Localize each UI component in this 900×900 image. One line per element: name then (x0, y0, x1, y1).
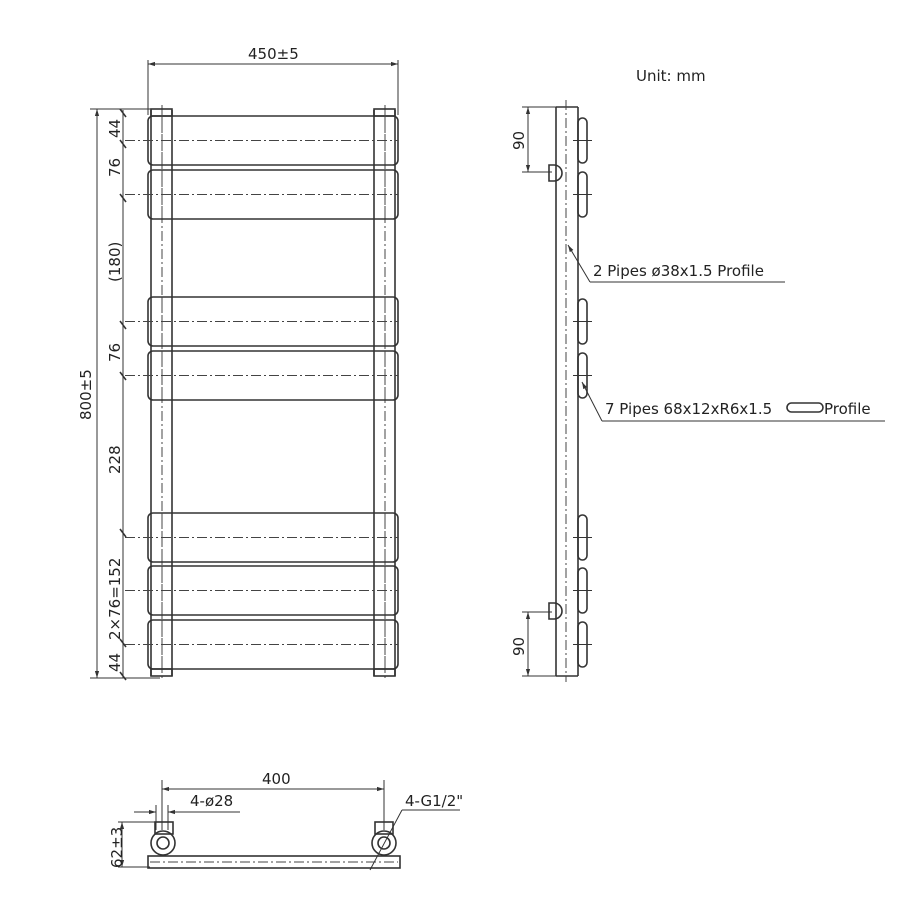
unit-label: Unit: mm (636, 67, 706, 85)
bar-profile (573, 567, 592, 614)
segment-228: 228 (106, 445, 124, 474)
wall-bracket-bottom-icon (548, 602, 563, 620)
depth-dimension: 62±3 (108, 827, 126, 868)
bar-profile-suffix: Profile (824, 400, 871, 418)
segment-76-b: 76 (106, 343, 124, 362)
towel-bar (125, 115, 399, 166)
side-bottom-offset-dimension: 90 (510, 637, 528, 656)
side-top-offset-dimension: 90 (510, 131, 528, 150)
wall-bracket-top-icon (548, 164, 563, 182)
bar-profile (573, 621, 592, 668)
front-view: 450±5 800±5 44 76 (180) 76 228 2×76=152 … (77, 45, 399, 681)
towel-bar (125, 619, 399, 670)
towel-bar (125, 512, 399, 563)
towel-bar (125, 350, 399, 401)
flat-tube-profile-icon (786, 402, 824, 413)
towel-bar (125, 565, 399, 616)
bar-profile (573, 117, 592, 164)
segment-44-bottom: 44 (106, 653, 124, 672)
bar-profile (573, 514, 592, 561)
towel-bar (125, 169, 399, 220)
segment-44-top: 44 (106, 119, 124, 138)
towel-bar (125, 296, 399, 347)
side-view: 90 90 2 Pipes ø38x1.5 Profile 7 Pipes 68… (510, 100, 885, 682)
bottom-view: 400 4-ø28 62±3 4-G1/2" (108, 770, 463, 871)
bar-profile (573, 171, 592, 218)
thread-size-label: 4-G1/2" (405, 792, 463, 810)
height-dimension: 800±5 (77, 369, 95, 420)
segment-152: 2×76=152 (106, 558, 124, 640)
bar-profile (573, 352, 592, 399)
bar-profile-label: 7 Pipes 68x12xR6x1.5 (605, 400, 772, 418)
bar-profile (573, 298, 592, 345)
segment-76-a: 76 (106, 158, 124, 177)
hole-diameter-dimension: 4-ø28 (190, 792, 233, 810)
width-dimension: 450±5 (248, 45, 299, 63)
pipe-profile-label: 2 Pipes ø38x1.5 Profile (593, 262, 764, 280)
centers-dimension: 400 (262, 770, 291, 788)
segment-180: (180) (106, 242, 124, 282)
